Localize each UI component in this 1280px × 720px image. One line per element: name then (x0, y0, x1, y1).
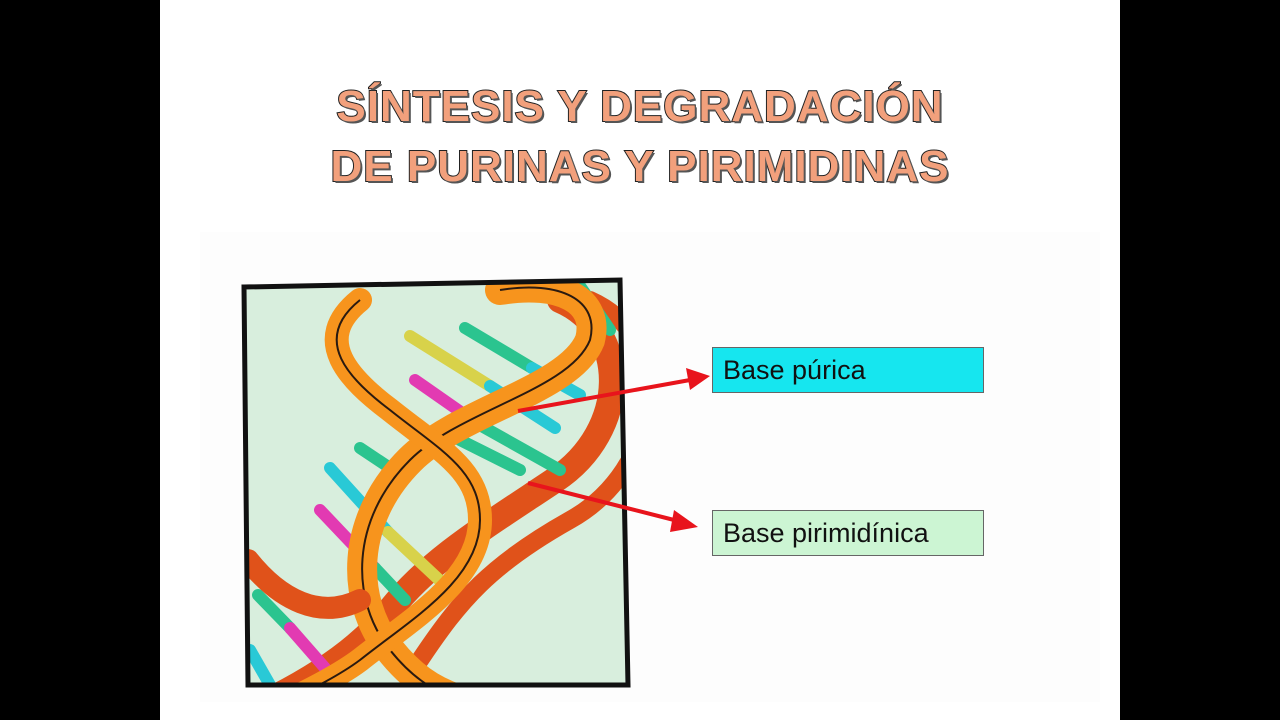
front-strand-outline (361, 286, 593, 685)
base-pair (369, 562, 411, 606)
base-pair (252, 589, 296, 634)
arrow-head (686, 368, 710, 390)
slide-title-line-2: DE PURINAS Y PIRIMIDINAS (330, 141, 950, 192)
arrow-line (517, 378, 691, 413)
red-arrow-purine (517, 368, 710, 413)
base-pair (354, 442, 396, 474)
slide: SÍNTESIS Y DEGRADACIÓN DE PURINAS Y PIRI… (160, 0, 1120, 720)
arrow-head (670, 510, 698, 532)
arrow-line (527, 481, 679, 523)
red-arrow-pyrimidine (527, 481, 698, 532)
base-pair (454, 434, 526, 476)
lower-strand (244, 549, 371, 619)
slide-title-line-1: SÍNTESIS Y DEGRADACIÓN (335, 81, 944, 132)
front-strand-2-outline (289, 299, 482, 685)
purine-base-label: Base púrica (712, 347, 984, 393)
pyrimidine-base-label: Base pirimidínica (712, 510, 984, 556)
dna-helix-illustration (244, 280, 628, 685)
base-pair (244, 644, 276, 685)
base-pair (284, 622, 331, 674)
base-pair (472, 418, 566, 476)
panel-border (241, 277, 631, 688)
base-pair (459, 322, 538, 374)
base-pair (404, 330, 496, 392)
dna-diagram (200, 232, 1100, 702)
back-strand-2 (411, 291, 628, 669)
